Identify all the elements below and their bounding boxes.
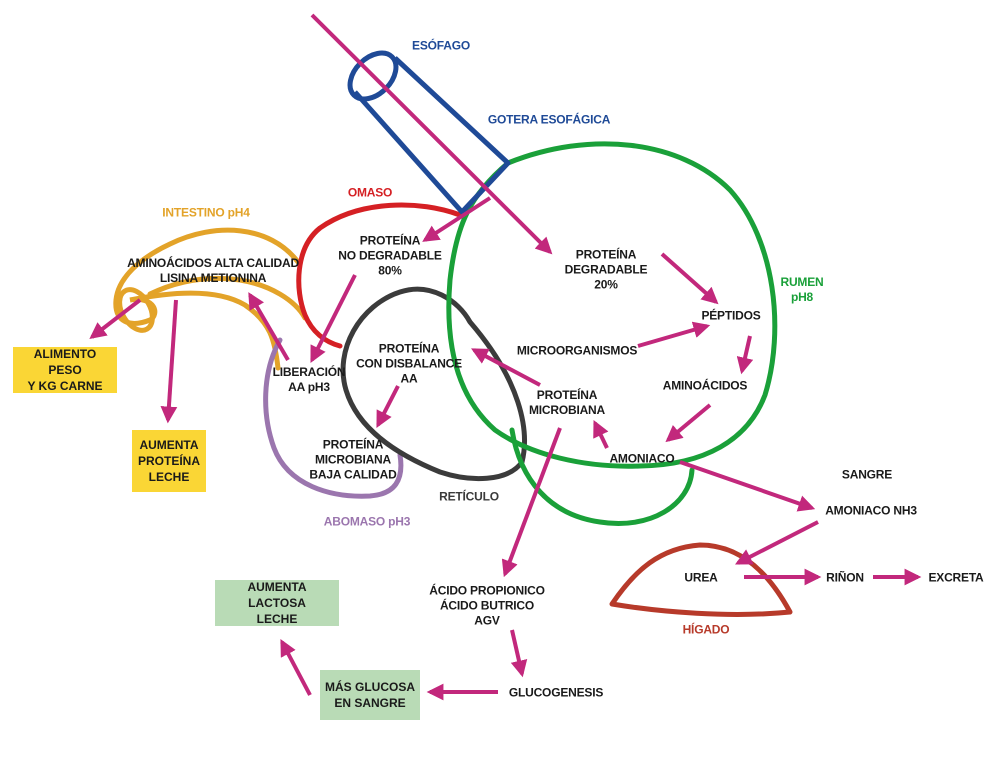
gotera-label: GOTERA ESOFÁGICA <box>487 112 611 127</box>
intestino-label: INTESTINO pH4 <box>162 205 250 220</box>
intestine-inner <box>147 275 308 321</box>
proteina-microbiana-baja: PROTEÍNA MICROBIANA BAJA CALIDAD <box>309 437 397 482</box>
microorganismos: MICROORGANISMOS <box>516 343 638 358</box>
proteina-degradable: PROTEÍNA DEGRADABLE 20% <box>564 247 648 292</box>
box-mas-glucosa: MÁS GLUCOSA EN SANGRE <box>320 670 420 720</box>
rumen-lower-lobe <box>509 427 695 526</box>
arrow-microorganismos-to-peptidos <box>637 321 711 348</box>
amoniaco-nh3: AMONIACO NH3 <box>825 503 917 518</box>
arrow-nh3-to-urea <box>735 520 819 565</box>
abomaso-label: ABOMASO pH3 <box>323 514 411 529</box>
urea: UREA <box>684 570 718 585</box>
liberacion-aa: LIBERACIÓN AA pH3 <box>272 365 346 394</box>
intestine-outline <box>113 227 301 371</box>
esofago-label: ESÓFAGO <box>412 38 470 53</box>
proteina-microbiana: PROTEÍNA MICROBIANA <box>529 388 605 417</box>
arrow-peptidos-to-aminoacidos <box>736 335 754 375</box>
arrow-microbiana-to-disbalance <box>471 348 541 387</box>
arrow-acidos-to-glucogenesis <box>510 629 528 678</box>
glucogenesis: GLUCOGENESIS <box>508 685 604 700</box>
arrow-aminoacidos-to-amoniaco <box>665 403 712 443</box>
rumen-label: RUMEN pH8 <box>781 275 824 305</box>
proteina-con-disbalance: PROTEÍNA CON DISBALANCE AA <box>356 341 462 386</box>
abomaso-outline <box>263 337 404 499</box>
arrow-microbiana-to-acidos <box>501 427 562 578</box>
box-alimento-peso: ALIMENTO PESO Y KG CARNE <box>13 347 117 393</box>
rumen-outline <box>446 141 778 469</box>
acidos-agv: ÁCIDO PROPIONICO ÁCIDO BUTRICO AGV <box>429 583 545 628</box>
intestine-end <box>117 287 155 333</box>
box-aumenta-proteina: AUMENTA PROTEÍNA LECHE <box>132 430 206 492</box>
omaso-outline <box>296 202 463 349</box>
liver-outline <box>609 542 793 617</box>
arrow-feed-to-degradable <box>310 13 553 255</box>
amoniaco: AMONIACO <box>609 451 675 466</box>
omaso-label: OMASO <box>347 185 393 200</box>
arrow-nodeg-to-liberacion <box>310 274 357 363</box>
rumen-label-line2: pH8 <box>790 290 814 304</box>
excreta: EXCRETA <box>928 570 984 585</box>
rumen-label-line1: RUMEN <box>780 275 824 289</box>
aminoacidos: AMINOÁCIDOS <box>662 378 748 393</box>
rinon: RIÑON <box>826 570 864 585</box>
box-aumenta-lactosa: AUMENTA LACTOSA LECHE <box>215 580 339 626</box>
arrow-amoniaco-to-microbiana <box>593 419 609 449</box>
proteina-no-degradable: PROTEÍNA NO DEGRADABLE 80% <box>338 233 442 278</box>
arrow-glucosa-to-lactosa <box>280 639 312 696</box>
arrow-amoniaco-to-nh3 <box>679 460 816 512</box>
higado-label: HÍGADO <box>682 622 730 637</box>
aminoacidos-alta-calidad: AMINOÁCIDOS ALTA CALIDAD LISINA METIONIN… <box>127 256 299 285</box>
sangre: SANGRE <box>841 467 893 482</box>
arrow-to-alimento <box>89 298 142 340</box>
peptidos: PÉPTIDOS <box>701 308 761 323</box>
arrow-to-aumenta-proteina <box>160 299 178 424</box>
arrow-degradable-to-peptidos <box>660 252 719 305</box>
arrow-disbalance-to-baja <box>376 385 400 428</box>
arrows <box>89 13 922 701</box>
arrow-gotera-to-nodegradable <box>422 196 492 242</box>
reticulo-label: RETÍCULO <box>439 489 499 504</box>
arrow-liberacion-to-aminoacidos-alta <box>248 292 290 362</box>
reticulo-outline <box>340 286 527 482</box>
